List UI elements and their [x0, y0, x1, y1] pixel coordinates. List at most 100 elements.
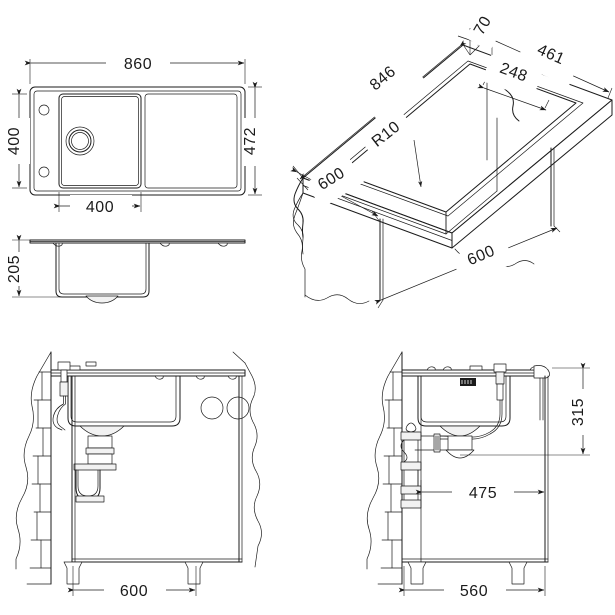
right-standpipe-nut-3: [400, 485, 422, 495]
ext-461-b: [607, 87, 613, 99]
dim-70-bg: [465, 4, 509, 52]
dim-600a-bg: [305, 156, 364, 209]
left-tap-shank: [60, 369, 68, 383]
dim-label-475: 475: [469, 485, 497, 502]
iso-cabinet-left-break: [293, 192, 306, 298]
plan-bowl: [58, 93, 142, 189]
wall-right-brick-courses: [380, 371, 403, 569]
dim-r10-bg: [361, 110, 419, 164]
leader-r10: [413, 139, 423, 188]
wall-left-outer-profile: [15, 351, 52, 570]
dim-205-bg: [8, 252, 30, 286]
plan-sink-inner-rim: [33, 90, 242, 192]
section-waste-boss: [85, 295, 119, 304]
right-pipe-coupler: [433, 433, 441, 453]
right-tap-shank: [495, 371, 505, 385]
dim-560-bg: [444, 579, 506, 601]
plan-drain-ring: [68, 129, 92, 153]
left-overflow-cap: [85, 361, 97, 367]
left-tap-hose-b: [56, 395, 66, 431]
right-clip-2: [442, 366, 452, 371]
view-plan: 860 472 400 400: [6, 52, 266, 217]
section-clip-3: [217, 242, 228, 247]
dim-860-bg: [106, 52, 170, 74]
plan-tap-hole-lower: [38, 166, 50, 178]
right-foot-2: [508, 561, 528, 585]
dim-461-bg: [515, 31, 583, 87]
dim-600b-bg: [451, 235, 515, 285]
dim-label-600-left: 600: [120, 583, 148, 600]
plan-drainer: [144, 93, 238, 189]
left-clip-3: [227, 375, 237, 380]
right-standpipe-bend: [400, 439, 408, 463]
left-foot-2: [184, 561, 204, 585]
dim-400h-bg: [70, 195, 132, 217]
right-clip-3: [469, 365, 483, 371]
right-tap-base: [493, 363, 507, 373]
section-bowl-body: [55, 242, 150, 298]
right-pipe-coupler-ribs: [435, 435, 439, 451]
right-waste-bottom: [445, 449, 475, 459]
right-tap-hose: [439, 399, 501, 438]
dim-400v-bg: [8, 118, 30, 164]
dim-315-bg: [572, 389, 594, 435]
left-trap-cap: [75, 495, 105, 503]
right-standpipe-nut-4: [400, 499, 422, 509]
left-bowl-outline: [67, 375, 181, 427]
iso-cabinet-bottom-break: [304, 294, 370, 304]
right-standpipe-mid: [401, 469, 419, 487]
right-waste-funnel: [439, 425, 481, 437]
dim-label-860: 860: [124, 56, 152, 73]
view-install-left: 600: [15, 351, 262, 601]
dim-label-560: 560: [460, 583, 488, 600]
ext-600b-a: [377, 299, 384, 309]
left-trap-bowl: [75, 469, 101, 501]
wall-right-brick-joints: [387, 371, 395, 569]
left-clip-1: [154, 375, 164, 380]
right-clip-1: [426, 366, 436, 371]
dimline-248: [477, 83, 547, 111]
left-tap-connector: [59, 381, 69, 397]
left-trap-u-bend: [77, 467, 99, 497]
left-tap-hole-circle-1: [200, 396, 224, 420]
view-isometric: 846 461 70 248 R10 600 600: [290, 4, 613, 309]
dim-472-bg: [244, 118, 266, 166]
left-tap-base: [57, 361, 71, 371]
dim-248-bg: [481, 54, 543, 100]
dim-label-472: 472: [242, 127, 259, 155]
left-trap-collar: [73, 463, 117, 471]
plan-bowl-inner: [61, 96, 139, 186]
left-cabinet-break-top: [232, 351, 246, 364]
left-clip-2: [195, 375, 205, 380]
section-bowl-inner: [58, 242, 147, 295]
left-trap-neck: [87, 453, 113, 465]
left-tap-hose: [52, 395, 64, 431]
left-waste-funnel: [79, 425, 125, 437]
plan-drain-inner-ring: [71, 132, 89, 150]
right-tap-connector: [496, 383, 504, 401]
left-cabinet-break-right: [244, 362, 262, 568]
right-end-cap: [533, 365, 550, 379]
wall-left-brick-joints: [36, 371, 44, 569]
dim-label-205: 205: [6, 255, 23, 283]
right-standpipe-cap: [405, 422, 417, 433]
right-overflow-slots: [461, 380, 472, 384]
right-waste-body: [447, 435, 473, 451]
left-waste-body: [87, 435, 113, 449]
right-foot-1: [407, 561, 427, 585]
left-tap-hole-circle-2: [226, 396, 250, 420]
ext-600a-a: [292, 165, 304, 179]
right-standpipe-nut-2: [400, 461, 422, 471]
left-waste-nut: [85, 447, 115, 455]
dim-label-400-horizontal: 400: [86, 199, 114, 216]
dim-475-bg: [452, 481, 514, 503]
section-clip-2: [159, 242, 170, 247]
wall-right-outer-profile: [366, 351, 403, 570]
plan-drain-outer-ring: [65, 126, 95, 156]
right-tap-hose-b: [439, 399, 503, 440]
left-bowl-inner: [70, 375, 177, 423]
view-install-right: 315 475 560: [366, 351, 594, 601]
dim-label-400-vertical: 400: [6, 127, 23, 155]
